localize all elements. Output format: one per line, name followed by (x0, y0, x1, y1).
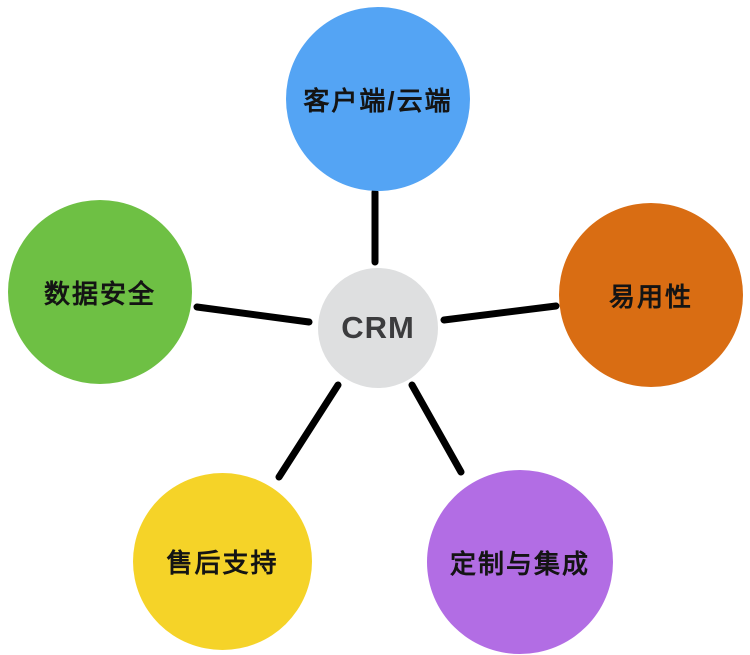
node-data-security-label: 数据安全 (43, 278, 156, 309)
node-data-security: 数据安全 (8, 200, 192, 384)
node-crm-center-label: CRM (341, 310, 415, 345)
connector-center-to-data-security (193, 303, 313, 326)
node-ease-of-use: 易用性 (559, 203, 743, 387)
node-ease-of-use-label: 易用性 (608, 281, 693, 312)
connector-center-to-customization-integration (408, 381, 465, 476)
node-after-sales-support: 售后支持 (133, 473, 312, 650)
node-client-cloud-label: 客户端/云端 (303, 85, 453, 116)
node-customization-integration: 定制与集成 (427, 470, 613, 654)
node-after-sales-support-label: 售后支持 (166, 548, 279, 578)
node-crm-center: CRM (318, 268, 438, 388)
connector-center-to-ease-of-use (440, 302, 560, 324)
node-customization-integration-label: 定制与集成 (449, 548, 590, 579)
connector-center-to-after-sales-support (275, 381, 342, 481)
node-client-cloud: 客户端/云端 (286, 7, 470, 191)
